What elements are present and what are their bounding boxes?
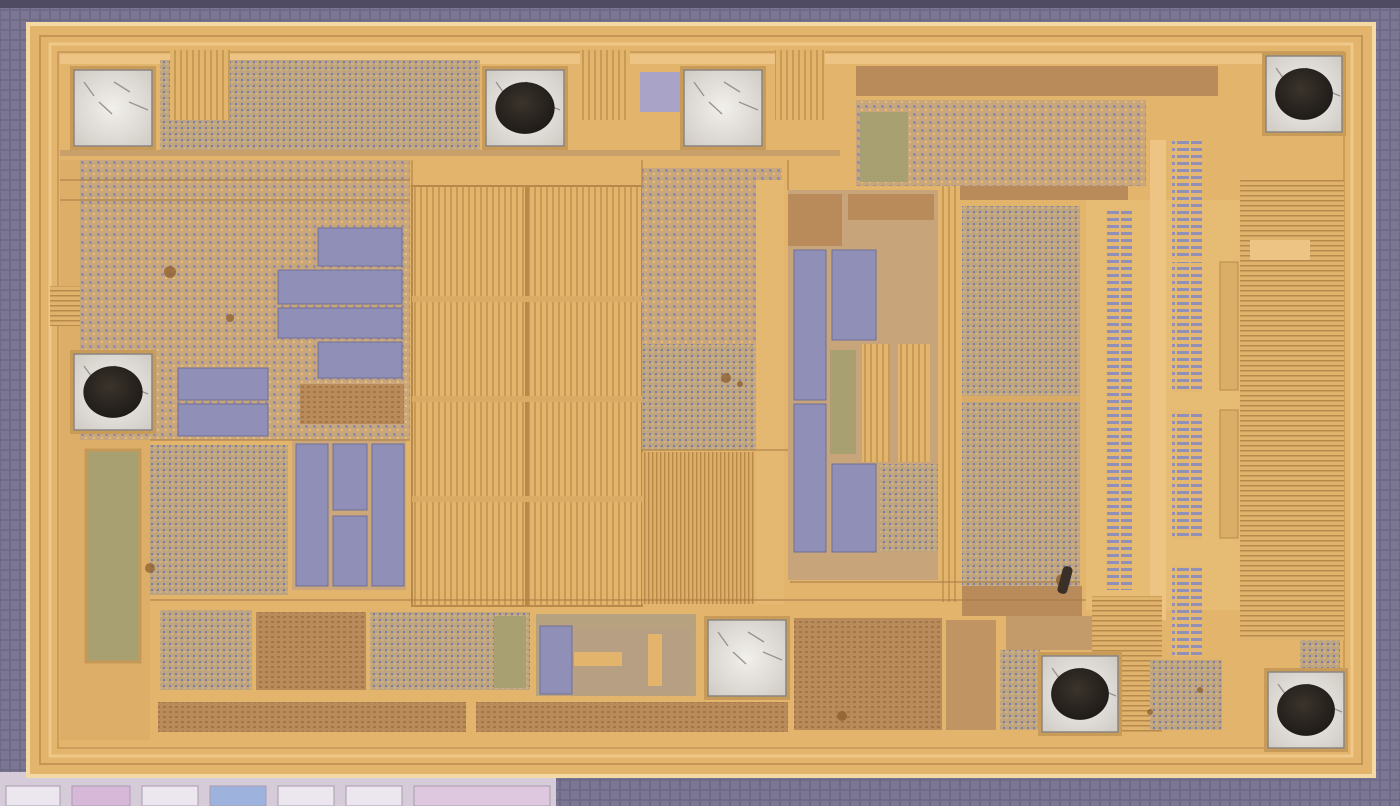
output-driver-ladder-1: [1106, 210, 1132, 590]
bond-ball: [1277, 684, 1335, 736]
bond-pad: [1262, 52, 1346, 136]
bond-ball: [1275, 68, 1333, 120]
bond-pad: [1038, 652, 1122, 736]
bond-pad: [70, 350, 156, 434]
olive-capacitor-left: [84, 448, 142, 664]
bond-pad: [70, 66, 156, 150]
bond-pad: [680, 66, 766, 150]
bond-pad: [482, 66, 568, 150]
bond-ball: [1051, 668, 1109, 720]
bond-pad: [1264, 668, 1348, 752]
bond-ball: [495, 82, 555, 134]
bond-pad: [704, 616, 790, 700]
resistor-array-bottom: [794, 618, 942, 730]
bond-ball: [83, 366, 143, 418]
